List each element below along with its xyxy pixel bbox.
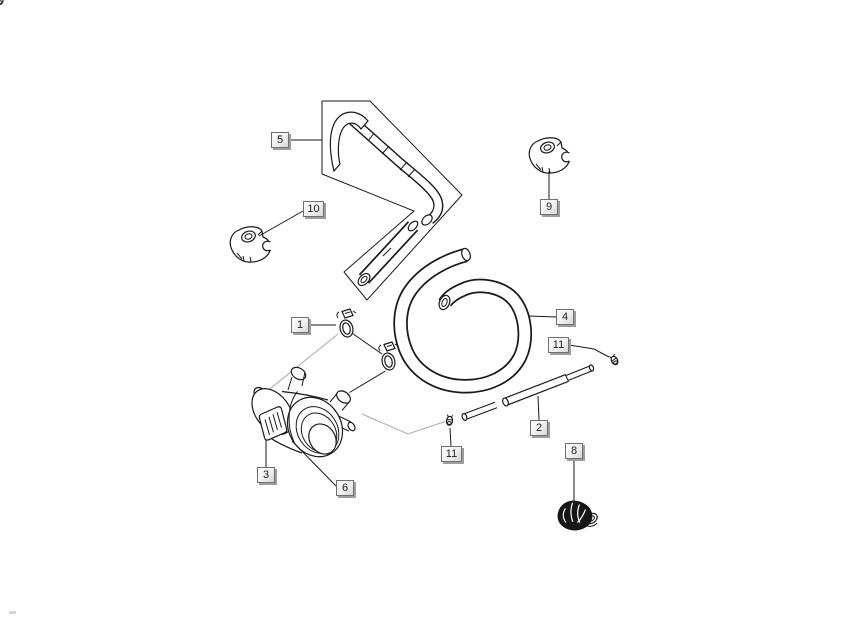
part-3-6-pump-assembly bbox=[251, 366, 356, 458]
part-5-formed-hose bbox=[329, 111, 444, 226]
hose-open-end bbox=[421, 214, 433, 226]
part-4-coiled-hose bbox=[393, 247, 533, 394]
part-5-sleeve-tube bbox=[357, 220, 419, 287]
part-8-band-clamp bbox=[557, 500, 598, 531]
callout-9-box: 9 bbox=[540, 199, 558, 215]
part-10-hose-clamp bbox=[229, 226, 276, 263]
callout-6-box: 6 bbox=[336, 480, 354, 496]
clamp-screw-head bbox=[341, 308, 354, 319]
pump-connector-box bbox=[258, 406, 288, 441]
callout-10-leader bbox=[258, 210, 304, 237]
scan-artifact bbox=[9, 611, 16, 614]
callout-10-box: 10 bbox=[303, 201, 324, 217]
pump-top-stub bbox=[290, 366, 307, 381]
pump-outlet-stub-side bbox=[347, 421, 356, 432]
clamp-to-pump-line bbox=[349, 370, 386, 393]
callout-4-box: 4 bbox=[556, 309, 574, 325]
hose-collar-marks bbox=[367, 132, 416, 178]
callout-3-box: 3 bbox=[257, 467, 275, 483]
callout-4-leader bbox=[527, 315, 557, 318]
callout-11-right-box: 11 bbox=[548, 337, 569, 353]
assembly-guide-lines bbox=[265, 333, 446, 435]
hose-end-cap bbox=[461, 247, 471, 262]
part-5-enclosure-outline bbox=[321, 100, 463, 301]
part-1-clip-clamps bbox=[336, 308, 399, 393]
callout-2-leader bbox=[537, 395, 540, 421]
callout-1-box: 1 bbox=[291, 317, 309, 333]
callout-11-lower-box: 11 bbox=[441, 446, 462, 462]
part-11-clip-right bbox=[608, 353, 620, 367]
part-2-fuel-tube bbox=[461, 364, 595, 421]
callout-leader-lines bbox=[258, 139, 610, 501]
part-11-clip-lower bbox=[445, 413, 454, 427]
callout-8-box: 8 bbox=[565, 443, 583, 459]
callout-6-leader bbox=[291, 440, 337, 487]
hose-hook-end bbox=[329, 111, 369, 173]
callout-5-box: 5 bbox=[271, 132, 289, 148]
pump-front-disc bbox=[308, 423, 337, 455]
part-9-hose-clamp bbox=[528, 137, 576, 174]
callout-11-lower-leader bbox=[449, 427, 452, 447]
callout-2-box: 2 bbox=[530, 420, 548, 436]
callout-11-right-leader bbox=[568, 344, 610, 358]
clamp-link-line bbox=[352, 333, 383, 355]
pump-outlet-stub-top bbox=[336, 390, 351, 404]
